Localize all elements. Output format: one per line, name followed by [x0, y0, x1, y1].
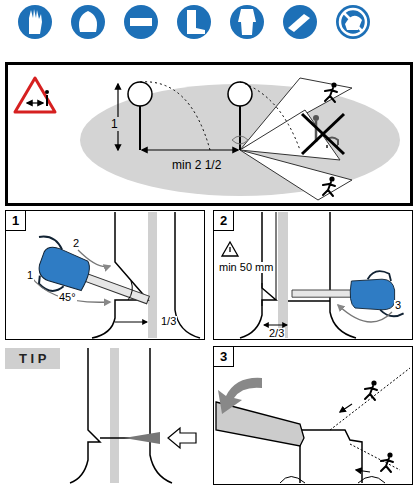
step-number: 1: [6, 211, 26, 231]
step-arrow-number: 2: [72, 238, 80, 249]
back-cut-illustration: [222, 212, 404, 338]
tip-panel: T I P: [5, 346, 205, 485]
tip-heading: T I P: [5, 348, 60, 369]
angle-label: 45°: [58, 292, 77, 303]
step-arrow-number: 1: [26, 270, 34, 281]
dimension-label: min 50 mm: [218, 262, 274, 273]
safety-zone-panel: 1 min 2 1/2: [5, 62, 413, 206]
distance-label: min 2 1/2: [170, 158, 223, 172]
ppe-icons: [18, 5, 370, 39]
height-label: 1: [109, 117, 120, 131]
wedge-tip-illustration: [70, 348, 196, 483]
safety-zone: [15, 78, 400, 200]
step-panel: 2: [213, 210, 413, 340]
step-panel: 3: [213, 346, 413, 485]
step-number: 2: [214, 211, 234, 231]
depth-fraction: 1/3: [160, 316, 177, 327]
notch-cut-illustration: [23, 212, 200, 338]
step-arrow-number: 3: [394, 300, 402, 311]
depth-fraction: 2/3: [268, 328, 285, 339]
felling-illustration-3: [216, 368, 410, 483]
step-number: 3: [214, 347, 234, 367]
